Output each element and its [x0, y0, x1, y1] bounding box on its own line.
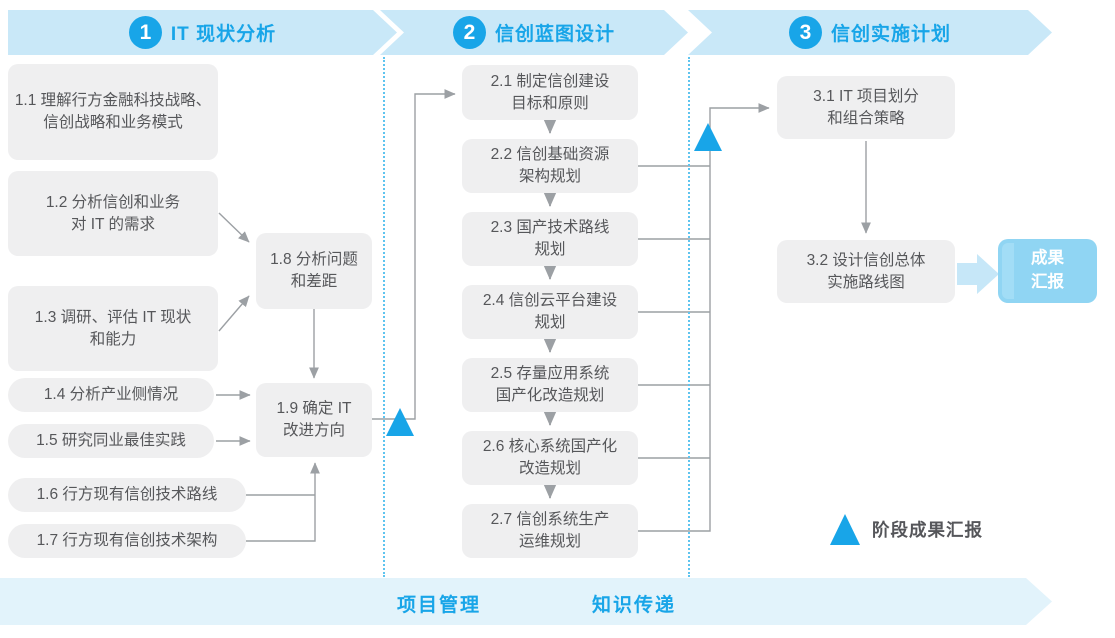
result-report-label: 成果 汇报 — [1031, 249, 1064, 291]
phase-divider-1 — [383, 57, 385, 577]
task-box-3-1: 3.1 IT 项目划分 和组合策略 — [777, 76, 955, 139]
task-box-2-6: 2.6 核心系统国产化 改造规划 — [462, 431, 638, 485]
phase-3-title: 信创实施计划 — [830, 24, 951, 45]
milestone-triangle-phase1-icon — [386, 408, 414, 436]
task-box-1-6: 1.6 行方现有信创技术路线 — [8, 478, 246, 512]
result-arrow-icon — [957, 254, 999, 294]
task-box-1-1: 1.1 理解行方金融科技战略、 信创战略和业务模式 — [8, 64, 218, 160]
legend-triangle-icon — [830, 514, 860, 545]
task-box-1-2: 1.2 分析信创和业务 对 IT 的需求 — [8, 171, 218, 256]
task-box-1-4: 1.4 分析产业侧情况 — [8, 378, 214, 412]
task-box-2-1: 2.1 制定信创建设 目标和原则 — [462, 65, 638, 120]
task-box-2-4: 2.4 信创云平台建设 规划 — [462, 285, 638, 339]
result-report-box: 成果 汇报 — [998, 239, 1097, 303]
task-box-3-2: 3.2 设计信创总体 实施路线图 — [777, 240, 955, 303]
phase-3-band: 3 信创实施计划 — [688, 10, 1052, 55]
task-box-1-7: 1.7 行方现有信创技术架构 — [8, 524, 246, 558]
phase-1-title: IT 现状分析 — [170, 24, 277, 45]
task-box-2-5: 2.5 存量应用系统 国产化改造规划 — [462, 358, 638, 412]
phase-3-number-badge: 3 — [789, 16, 822, 49]
milestone-triangle-phase2-icon — [694, 123, 722, 151]
task-box-1-3: 1.3 调研、评估 IT 现状 和能力 — [8, 286, 218, 371]
phase-divider-2 — [688, 57, 690, 577]
phase-2-band: 2 信创蓝图设计 — [380, 10, 688, 55]
task-box-1-5: 1.5 研究同业最佳实践 — [8, 424, 214, 458]
legend-label: 阶段成果汇报 — [872, 520, 983, 540]
footer-label-knowledge-transfer: 知识传递 — [592, 595, 677, 616]
phase-1-number-badge: 1 — [129, 16, 162, 49]
task-box-2-2: 2.2 信创基础资源 架构规划 — [462, 139, 638, 193]
task-box-2-3: 2.3 国产技术路线 规划 — [462, 212, 638, 266]
phase1-connectors — [216, 89, 456, 542]
footer-label-project-management: 项目管理 — [397, 595, 482, 616]
task-box-1-9: 1.9 确定 IT 改进方向 — [256, 383, 372, 457]
phase-2-number-badge: 2 — [453, 16, 486, 49]
task-box-2-7: 2.7 信创系统生产 运维规划 — [462, 504, 638, 558]
task-box-1-8: 1.8 分析问题 和差距 — [256, 233, 372, 309]
phase2-collector — [638, 103, 770, 532]
phase-2-title: 信创蓝图设计 — [494, 24, 615, 45]
phase-1-band: 1 IT 现状分析 — [8, 10, 397, 55]
footer-band — [0, 578, 1052, 625]
